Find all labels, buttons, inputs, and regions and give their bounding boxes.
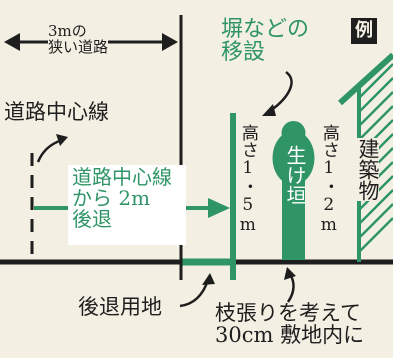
setback-arrowhead <box>208 198 230 218</box>
wall-relocation-leader-head <box>262 104 276 116</box>
hedge-trunk <box>282 172 305 260</box>
narrow-road-label: 3mの 狭い道路 <box>48 22 109 56</box>
setback-land-leader-head <box>202 273 215 285</box>
arrowhead-left <box>4 33 20 51</box>
building-label: 建築物 <box>356 138 381 201</box>
branch-note: 枝張りを考えて 30cm 敷地内に <box>215 301 365 348</box>
building-roof <box>337 52 393 106</box>
hedge-crown <box>272 131 315 185</box>
centerline-leader <box>36 138 63 163</box>
hedge-top <box>281 121 306 145</box>
branch-note-leader-head <box>284 267 296 280</box>
hedge-height-label: 高さ1・2m <box>318 124 339 235</box>
example-badge: 例 <box>351 18 377 44</box>
setback-text-box: 道路中心線 から 2m 後退 <box>68 165 186 245</box>
wall-relocation-label: 塀などの 移設 <box>221 17 310 66</box>
hedge-label: 生け垣 <box>283 145 307 205</box>
setback-land-label: 後退用地 <box>78 295 162 319</box>
wall-height-label: 高さ1・5m <box>237 124 258 235</box>
centerline-leader-head <box>56 134 68 146</box>
road-centerline-label: 道路中心線 <box>4 100 109 124</box>
arrowhead-right <box>162 33 178 51</box>
